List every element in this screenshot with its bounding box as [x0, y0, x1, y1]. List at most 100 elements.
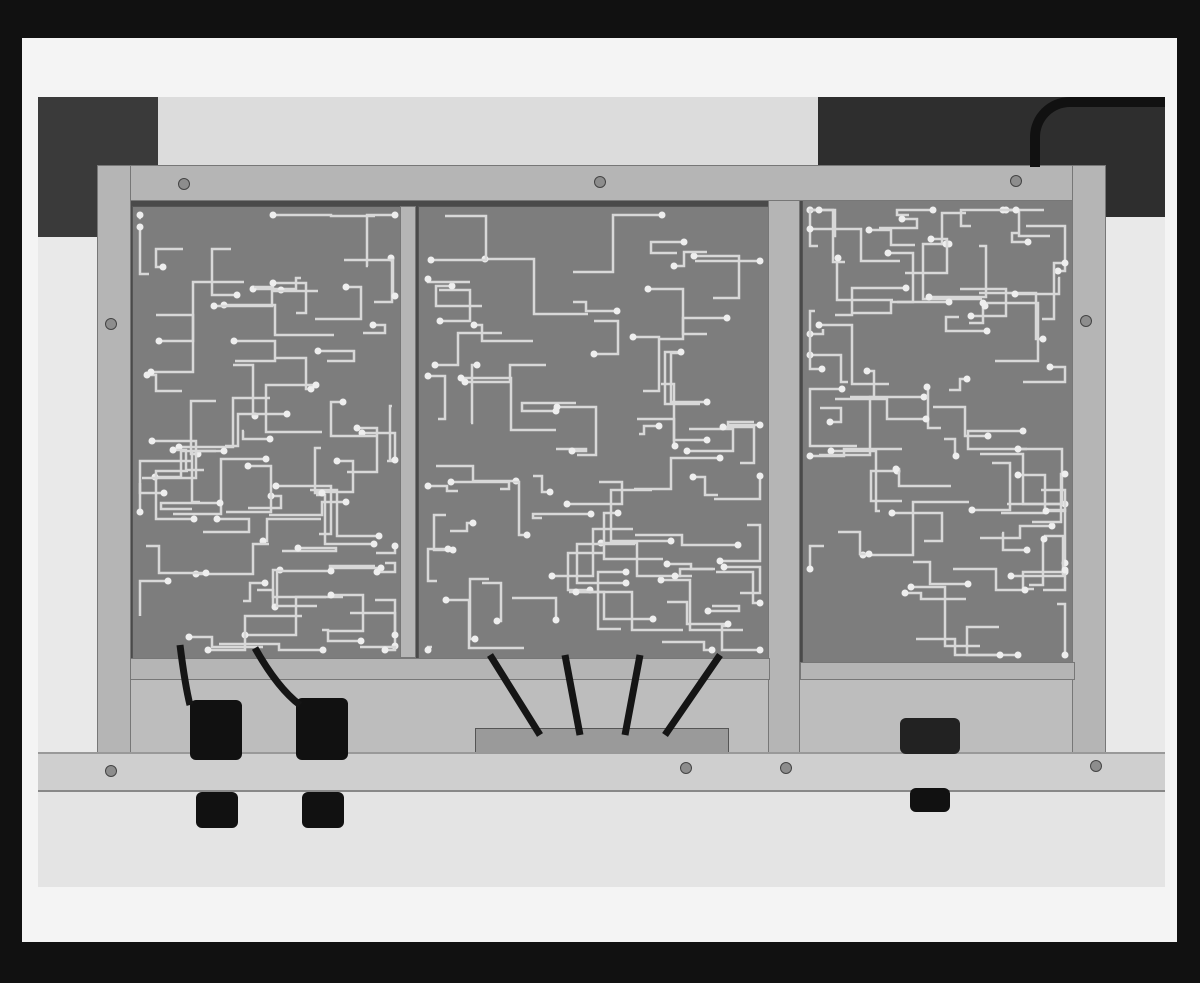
pcb-trace — [315, 285, 363, 321]
solder-pad — [210, 302, 218, 310]
pcb-trace — [1003, 208, 1050, 238]
pcb-trace — [1057, 602, 1067, 655]
screw — [1010, 175, 1022, 187]
pcb-trace — [241, 429, 270, 441]
solder-pad — [307, 385, 315, 393]
pcb-trace — [531, 512, 591, 520]
solder-pad — [1021, 586, 1029, 594]
pcb-trace — [154, 469, 194, 521]
solder-pad — [922, 415, 930, 423]
pcb-trace — [159, 280, 244, 343]
solder-pad — [563, 500, 571, 508]
screw — [178, 178, 190, 190]
solder-pad — [342, 283, 350, 291]
solder-pad — [1019, 427, 1027, 435]
pcb-trace — [594, 319, 620, 356]
solder-pad — [1007, 572, 1015, 580]
pcb-trace — [328, 593, 365, 633]
pcb-trace — [196, 542, 269, 576]
solder-pad — [983, 327, 991, 335]
solder-pad — [424, 372, 432, 380]
pcb-trace — [944, 315, 987, 333]
pcb-trace — [189, 635, 263, 649]
solder-pad — [1040, 535, 1048, 543]
solder-pad — [1023, 546, 1031, 554]
pcb-trace — [820, 406, 843, 424]
pcb-trace — [863, 500, 969, 557]
wire-bundle — [621, 654, 644, 736]
solder-pad — [716, 454, 724, 462]
solder-pad — [233, 291, 241, 299]
pcb-trace — [714, 476, 762, 501]
solder-pad — [952, 452, 960, 460]
solder-pad — [391, 542, 399, 550]
pcb-trace — [451, 480, 511, 491]
solder-pad — [892, 465, 900, 473]
solder-pad — [756, 472, 764, 480]
pcb-trace — [838, 530, 869, 556]
board-divider — [400, 206, 416, 658]
solder-pad — [671, 572, 679, 580]
solder-pad — [136, 223, 144, 231]
pcb-trace — [154, 247, 183, 269]
solder-pad — [720, 563, 728, 571]
pcb-trace — [635, 533, 738, 547]
pcb-trace — [810, 227, 900, 263]
pcb-trace — [869, 469, 902, 503]
pcb-trace — [226, 464, 273, 514]
pcb-trace — [661, 382, 707, 442]
pcb-trace — [723, 425, 756, 465]
pcb-trace — [983, 301, 1040, 363]
solder-pad — [155, 337, 163, 345]
solder-pad — [427, 256, 435, 264]
solder-pad — [202, 569, 210, 577]
solder-pad — [373, 568, 381, 576]
solder-pad — [663, 560, 671, 568]
solder-pad — [806, 225, 814, 233]
circuit-board-middle — [418, 206, 770, 660]
screw — [105, 318, 117, 330]
pcb-trace — [687, 427, 735, 453]
solder-pad — [756, 599, 764, 607]
solder-pad — [964, 580, 972, 588]
pcb-trace — [1029, 537, 1045, 587]
pcb-trace — [634, 456, 720, 491]
pcb-trace — [851, 300, 949, 315]
solder-pad — [461, 378, 469, 386]
pcb-trace — [512, 596, 558, 620]
pcb-trace — [808, 387, 857, 448]
pcb-trace — [450, 521, 473, 533]
pcb-trace — [360, 645, 397, 652]
solder-pad — [244, 462, 252, 470]
solder-pad — [262, 455, 270, 463]
pcb-trace — [658, 316, 727, 341]
solder-pad — [884, 249, 892, 257]
solder-pad — [614, 509, 622, 517]
solder-pad — [230, 337, 238, 345]
pcb-trace — [573, 213, 662, 274]
pcb-trace — [674, 250, 707, 268]
wire-bundle — [176, 644, 194, 706]
screw — [1080, 315, 1092, 327]
chassis-rail-vertical — [768, 196, 800, 756]
solder-pad — [470, 321, 478, 329]
pcb-trace — [426, 279, 470, 284]
solder-pad — [644, 285, 652, 293]
solder-pad — [1061, 651, 1069, 659]
pcb-trace — [485, 257, 588, 316]
pcb-trace — [468, 577, 489, 641]
solder-pad — [1042, 507, 1050, 515]
wire-bundle — [251, 646, 303, 708]
solder-pad — [391, 211, 399, 219]
solder-pad — [213, 515, 221, 523]
solder-pad — [667, 537, 675, 545]
pcb-trace — [835, 397, 926, 421]
pcb-trace — [879, 217, 919, 230]
rotary-switch — [900, 718, 960, 754]
solder-pad — [572, 588, 580, 596]
solder-pad — [815, 206, 823, 214]
pcb-trace — [513, 480, 527, 537]
pcb-trace — [662, 640, 712, 652]
solder-pad — [164, 577, 172, 585]
pcb-trace — [708, 604, 741, 613]
